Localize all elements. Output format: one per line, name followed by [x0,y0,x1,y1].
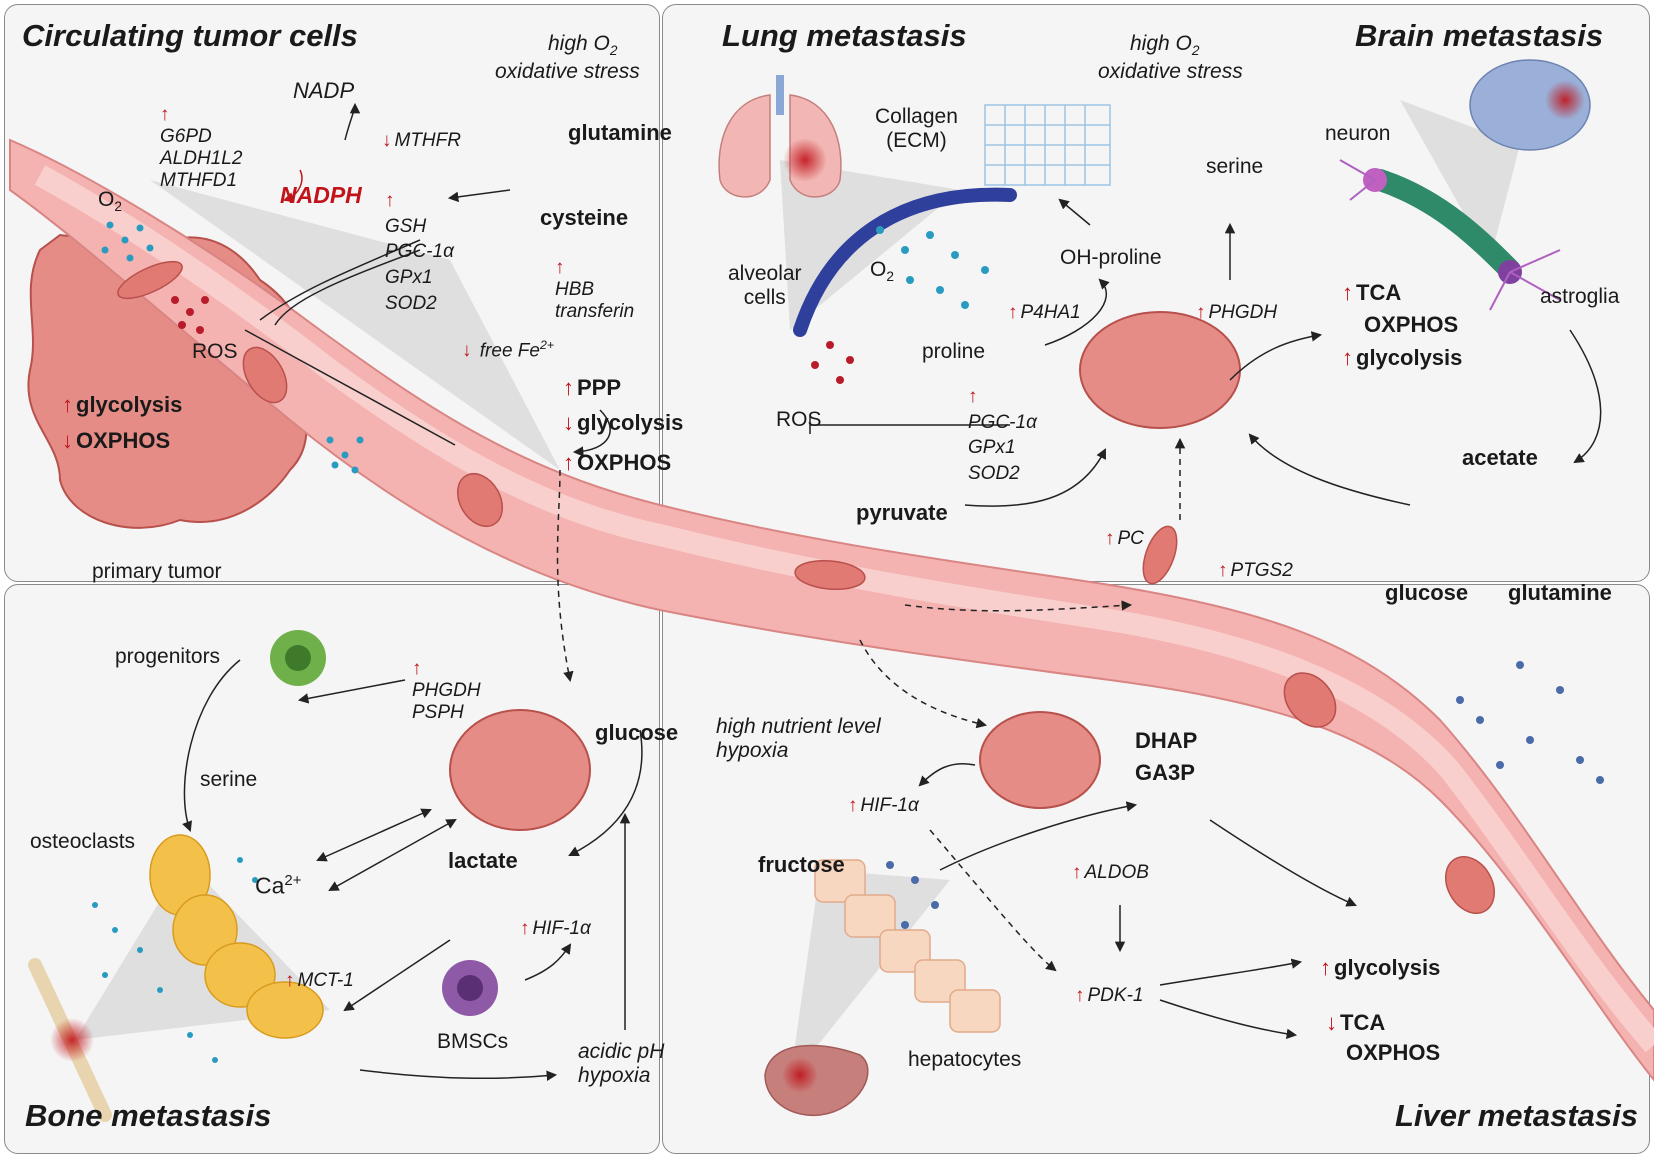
neuron-label: neuron [1325,122,1391,145]
brain-glucose-label: glucose [1385,580,1469,605]
title-lung-metastasis: Lung metastasis [722,18,967,53]
ctc-o2-label: O2 [98,188,122,215]
neuron-astroglia [1339,159,1561,311]
ctc-high-o2-label: high O2 [548,32,618,59]
aldob-up: ALDOB [1072,862,1149,884]
circulating-cells [117,260,1495,914]
hepatocytes-label: hepatocytes [908,1048,1022,1071]
free-fe-label: free Fe2+ [462,338,554,362]
acetate-label: acetate [1462,445,1538,470]
title-brain-metastasis: Brain metastasis [1355,18,1604,53]
collagen-mesh [984,104,1111,186]
ctc-glutamine-label: glutamine [568,120,672,145]
title-bone-metastasis: Bone metastasis [25,1098,272,1133]
brain-oxphos-up: OXPHOS [1364,312,1459,337]
lung-organ [718,75,842,198]
liver-glycolysis-up: glycolysis [1320,955,1440,980]
ctc-oxphos-up: OXPHOS [563,450,671,475]
nadp-label: NADP [293,78,355,103]
ctc-zoom-wedge [150,180,560,470]
ppp-up: PPP [563,375,621,400]
lung-ros-label: ROS [776,408,822,431]
ctc-glycolysis-down: glycolysis [563,410,683,435]
ctc-oxidative-stress-label: oxidative stress [495,60,640,83]
ctc-cysteine-label: cysteine [540,205,629,230]
lung-o2-label: O2 [870,258,894,285]
bone-serine-label: serine [200,768,258,791]
brain-tca-up: TCA [1342,280,1401,305]
collagen-label: Collagen(ECM) [875,105,958,153]
fructose-label: fructose [758,852,845,877]
bone-glucose-label: glucose [595,720,679,745]
pyruvate-label: pyruvate [856,500,948,525]
alveolar-cell-arc [793,187,1017,337]
liver-tca-down: TCA [1326,1010,1385,1035]
ptgs2-up: PTGS2 [1218,560,1293,582]
astroglia-label: astroglia [1540,285,1620,308]
pdk1-up: PDK-1 [1075,985,1144,1007]
bone-hif-up: HIF-1α [520,918,591,940]
bone-arrows [182,659,643,1081]
primary-tumor-label: primary tumor [92,560,222,583]
lung-serine-label: serine [1206,155,1264,178]
liver-hif-up: HIF-1α [848,795,919,817]
bmscs-label: BMSCs [437,1030,509,1053]
tumor-glycolysis-up: glycolysis [62,392,182,417]
lung-phgdh-up: PHGDH [1196,302,1278,324]
ga3p-label: GA3P [1135,760,1195,785]
lung-high-o2-label: high O2 [1130,32,1200,59]
proline-label: proline [922,340,986,363]
title-circulating-tumor-cells: Circulating tumor cells [22,18,358,53]
ctc-ros-label: ROS [192,340,238,363]
ros-dots [171,296,854,384]
o2-dots [101,221,989,474]
nadph-label: NADPH [280,182,362,208]
osteoclasts-label: osteoclasts [30,830,136,853]
tumor-oxphos-down: OXPHOS [62,428,170,453]
vessel-inner-lumen [34,165,1654,1053]
liver-oxphos-down: OXPHOS [1346,1040,1441,1065]
mthfr-label: MTHFR [382,130,461,152]
brain-organ [1469,59,1591,151]
hepatocyte-cluster [814,859,1001,1033]
oh-proline-label: OH-proline [1060,246,1162,269]
liver-arrows [859,639,1357,1040]
lactate-label: lactate [448,848,518,873]
progenitors-label: progenitors [115,645,221,668]
brain-zoom-wedge [1400,100,1520,260]
lung-oxidative-stress-label: oxidative stress [1098,60,1243,83]
bone-organ [28,958,112,1122]
ca-label: Ca2+ [255,872,302,899]
liver-organ [764,1044,869,1117]
blood-vessel [9,138,1654,1082]
brain-glutamine-label: glutamine [1508,580,1612,605]
osteoclast-chain [149,834,324,1039]
p4ha1-up: P4HA1 [1008,302,1081,324]
mct1-up: MCT-1 [285,970,354,992]
pc-up: PC [1105,528,1144,550]
bone-ca-dots [92,857,258,1063]
liver-zoom-wedge [790,870,950,1080]
liver-nutrient-dots [886,661,1604,929]
dhap-label: DHAP [1135,728,1198,753]
brain-glycolysis-up: glycolysis [1342,345,1462,370]
title-liver-metastasis: Liver metastasis [1395,1098,1638,1133]
